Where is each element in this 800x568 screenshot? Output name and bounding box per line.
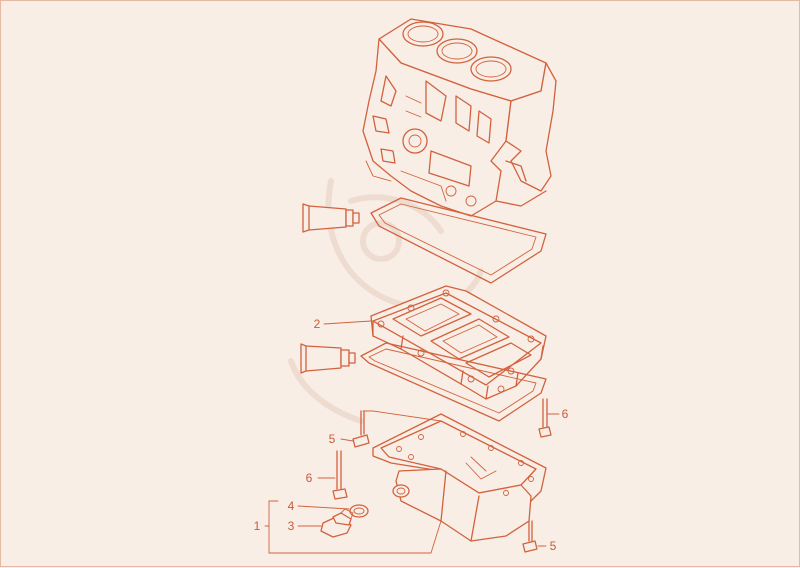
- callout-6-right: 6: [561, 407, 569, 421]
- callout-2: 2: [313, 317, 321, 331]
- leader-lines: [264, 320, 560, 554]
- drain-plug: [320, 508, 354, 538]
- oil-pan: [372, 413, 547, 542]
- callout-3: 3: [287, 519, 295, 533]
- callout-4: 4: [287, 499, 295, 513]
- engine-block: [362, 18, 557, 217]
- callout-5-lower: 5: [549, 539, 557, 553]
- sealant-tube-upper: [302, 203, 360, 233]
- sealant-tube-lower: [300, 343, 356, 374]
- bolt-left-long: [332, 450, 348, 500]
- callout-1: 1: [253, 519, 261, 533]
- callout-5-upper: 5: [328, 432, 336, 446]
- bolt-lower: [522, 520, 538, 553]
- callout-6-left: 6: [305, 471, 313, 485]
- bolt-upper-left: [352, 410, 370, 448]
- lower-gasket: [360, 342, 547, 422]
- upper-gasket: [370, 197, 547, 284]
- bolt-right: [538, 398, 552, 438]
